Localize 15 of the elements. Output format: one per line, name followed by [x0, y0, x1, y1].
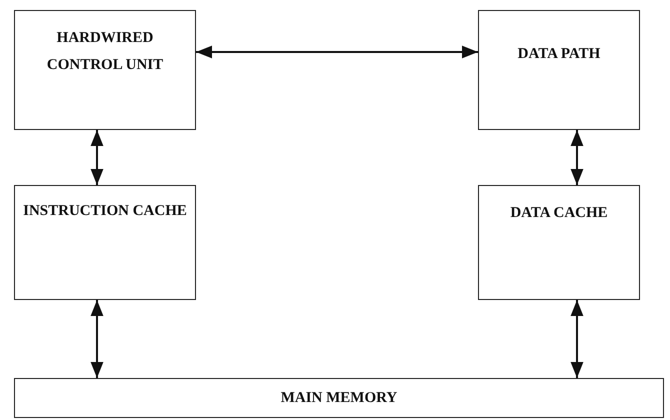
block-box [14, 378, 664, 418]
double-arrow [90, 130, 104, 185]
block-box [478, 185, 640, 300]
block-box [14, 185, 196, 300]
block-label: INSTRUCTION CACHE [23, 202, 187, 221]
double-arrow [196, 46, 478, 58]
block-label: MAIN MEMORY [280, 389, 398, 408]
block-label: DATA CACHE [510, 204, 608, 223]
double-arrow [570, 130, 584, 185]
block-label: HARDWIRED CONTROL UNIT [46, 29, 164, 75]
block-label: DATA PATH [518, 45, 600, 64]
double-arrow [90, 300, 104, 378]
block-box [14, 10, 196, 130]
double-arrow [570, 300, 584, 378]
block-box [478, 10, 640, 130]
